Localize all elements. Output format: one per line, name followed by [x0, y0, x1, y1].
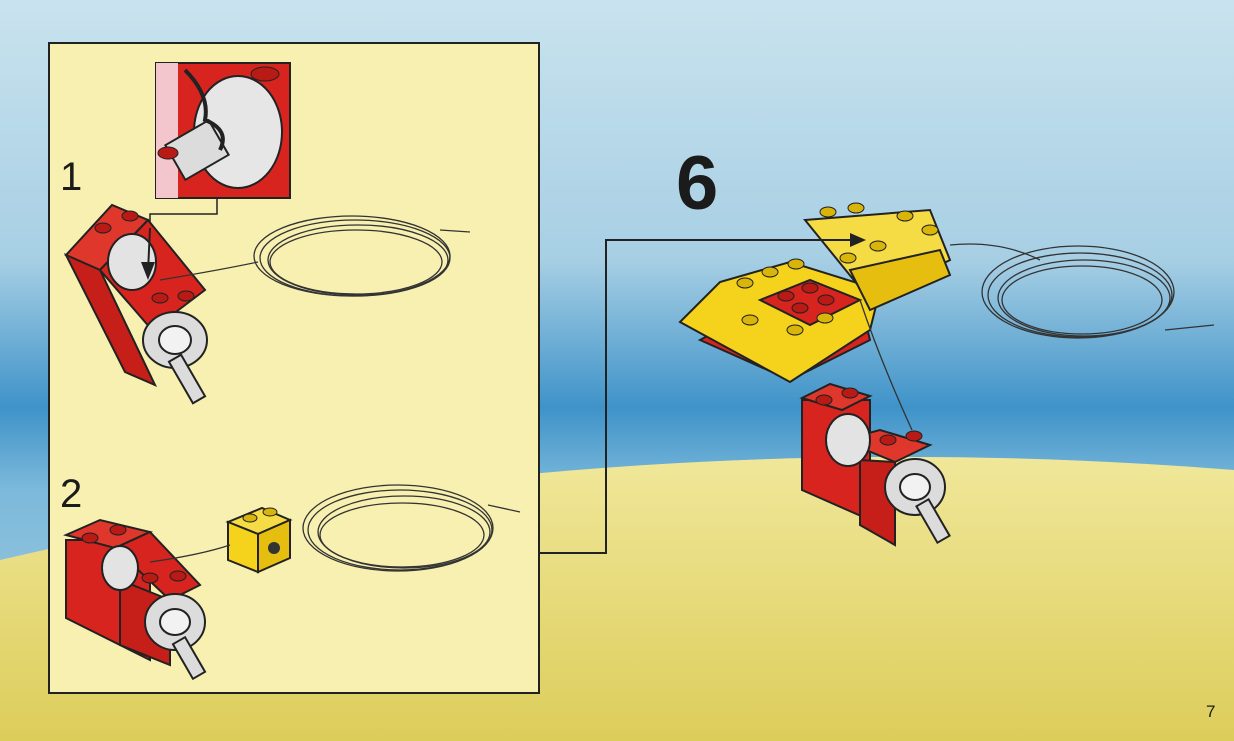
winch-brick-icon	[799, 382, 951, 547]
knot-detail-icon	[149, 62, 291, 275]
substep-number-1: 1	[60, 155, 83, 199]
string-coil-icon	[159, 215, 471, 297]
string-coil-icon	[149, 484, 521, 572]
winch-brick-icon	[63, 203, 208, 405]
yellow-plane-icon	[678, 202, 952, 384]
string-coil-icon	[859, 243, 1215, 431]
technic-brick-icon	[225, 506, 293, 574]
winch-brick-icon	[62, 518, 207, 681]
connector-line	[540, 239, 860, 554]
substep-number-2: 2	[60, 472, 83, 516]
page-number: 7	[1206, 702, 1216, 721]
step-number: 6	[676, 141, 719, 226]
